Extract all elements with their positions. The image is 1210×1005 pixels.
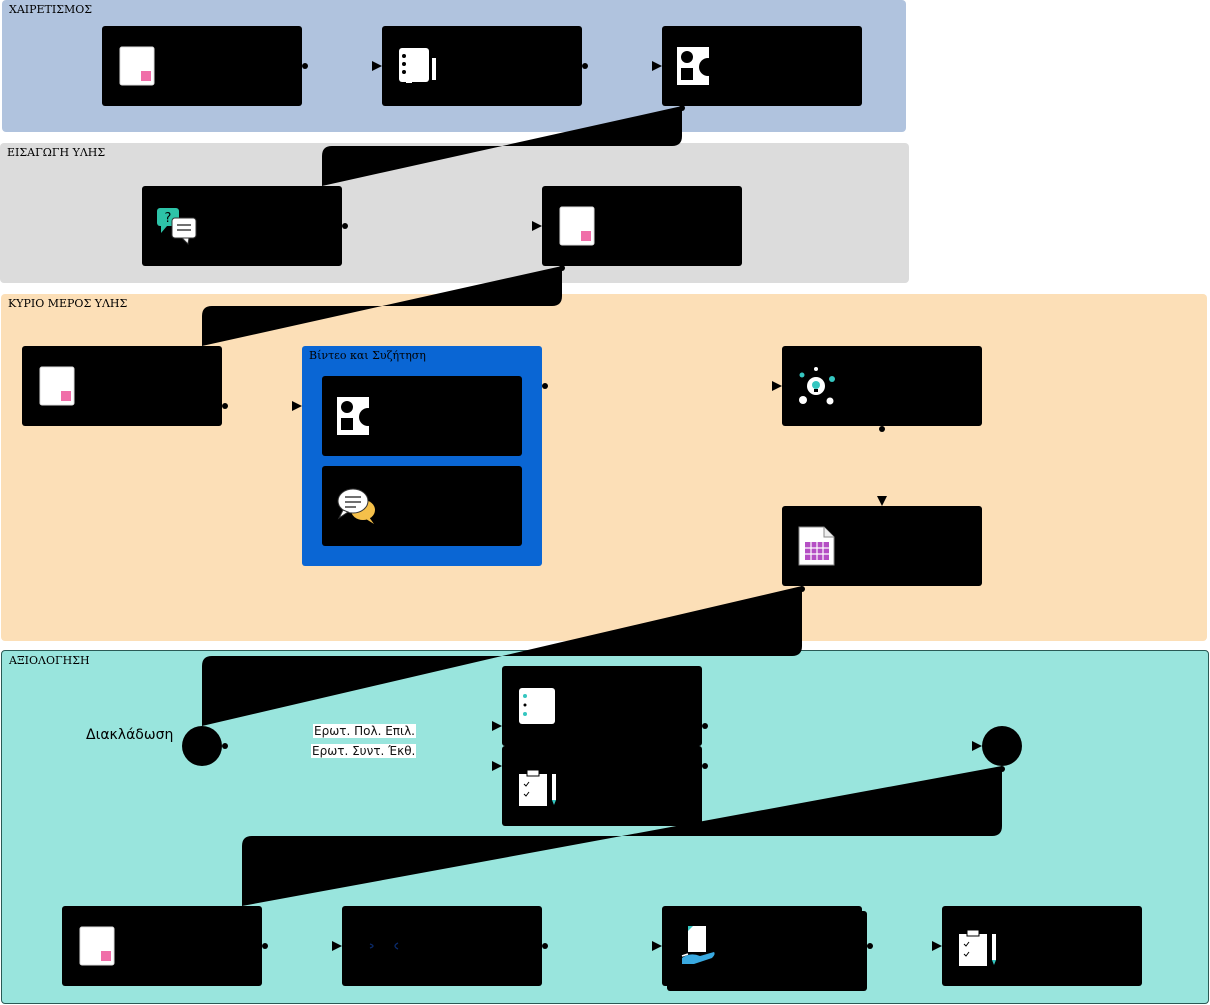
mcq-icon — [519, 688, 555, 724]
arrowhead — [372, 61, 382, 71]
activity-welcome-page[interactable] — [102, 26, 302, 106]
port — [542, 383, 548, 389]
page-icon — [39, 366, 75, 406]
port — [342, 223, 348, 229]
arrowhead — [292, 401, 302, 411]
activity-arrows[interactable] — [342, 906, 542, 986]
hand-document-icon — [681, 926, 715, 964]
lane-intro-title: ΕΙΣΑΓΩΓΗ ΥΛΗΣ — [7, 146, 106, 159]
activity-mcq[interactable] — [502, 666, 702, 746]
wedge-connector — [202, 586, 802, 726]
port — [222, 403, 228, 409]
lane-welcome-title: ΧΑΙΡΕΤΙΣΜΟΣ — [9, 3, 93, 16]
spreadsheet-icon — [798, 526, 835, 566]
shapes-icon — [337, 397, 377, 435]
clipboard-pencil-icon — [519, 770, 556, 806]
gateway-label: Διακλάδωση — [86, 727, 174, 743]
port — [702, 723, 708, 729]
port — [222, 743, 228, 749]
list-doc-icon — [399, 48, 436, 83]
page-icon — [119, 46, 155, 86]
port — [867, 943, 873, 949]
arrowhead — [877, 496, 887, 506]
shapes-icon — [677, 47, 717, 85]
arrowhead — [492, 721, 502, 731]
activity-assessment-page[interactable] — [62, 906, 262, 986]
wedge-connector — [202, 266, 562, 346]
activity-welcome-shapes[interactable] — [662, 26, 862, 106]
port — [302, 63, 308, 69]
wedge-connector — [242, 766, 1002, 906]
port — [559, 265, 565, 271]
clipboard-pencil-icon — [959, 930, 996, 966]
port — [582, 63, 588, 69]
arrowhead — [772, 381, 782, 391]
port — [679, 105, 685, 111]
arrowhead — [652, 61, 662, 71]
group-title: Βίντεο και Συζήτηση — [309, 349, 426, 362]
lane-assessment-title: ΑΞΙΟΛΟΓΗΣΗ — [9, 654, 90, 667]
arrowhead — [932, 941, 942, 951]
branch-gateway[interactable] — [182, 726, 222, 766]
activity-spreadsheet[interactable] — [782, 506, 982, 586]
activity-welcome-list[interactable] — [382, 26, 582, 106]
port — [262, 943, 268, 949]
lane-main-title: ΚΥΡΙΟ ΜΕΡΟΣ ΥΛΗΣ — [8, 297, 128, 310]
condition-mcq: Ερωτ. Πολ. Επιλ. — [313, 724, 416, 738]
activity-final-essay[interactable] — [942, 906, 1142, 986]
arrowhead — [332, 941, 342, 951]
arrows-icon — [369, 942, 399, 950]
port — [799, 586, 805, 592]
activity-submission[interactable] — [662, 906, 862, 986]
activity-discussion[interactable] — [322, 466, 522, 546]
qa-chat-icon: ? — [157, 208, 197, 246]
activity-brainstorm[interactable] — [782, 346, 982, 426]
activity-intro-page[interactable] — [542, 186, 742, 266]
condition-short-essay: Ερωτ. Συντ. Έκθ. — [311, 744, 417, 758]
brainstorm-icon — [799, 367, 835, 405]
svg-text:?: ? — [165, 211, 172, 226]
activity-video[interactable] — [322, 376, 522, 456]
discussion-icon — [337, 488, 375, 524]
page-icon — [559, 206, 595, 246]
page-icon — [79, 926, 115, 966]
arrowhead — [492, 761, 502, 771]
port — [702, 763, 708, 769]
merge-gateway[interactable] — [982, 726, 1022, 766]
activity-main-page[interactable] — [22, 346, 222, 426]
arrowhead — [652, 941, 662, 951]
port — [879, 426, 885, 432]
arrowhead — [532, 221, 542, 231]
port — [542, 943, 548, 949]
activity-intro-qa[interactable]: ? — [142, 186, 342, 266]
activity-short-essay[interactable] — [502, 746, 702, 826]
arrowhead — [972, 741, 982, 751]
port — [999, 766, 1005, 772]
wedge-connector — [322, 106, 682, 186]
